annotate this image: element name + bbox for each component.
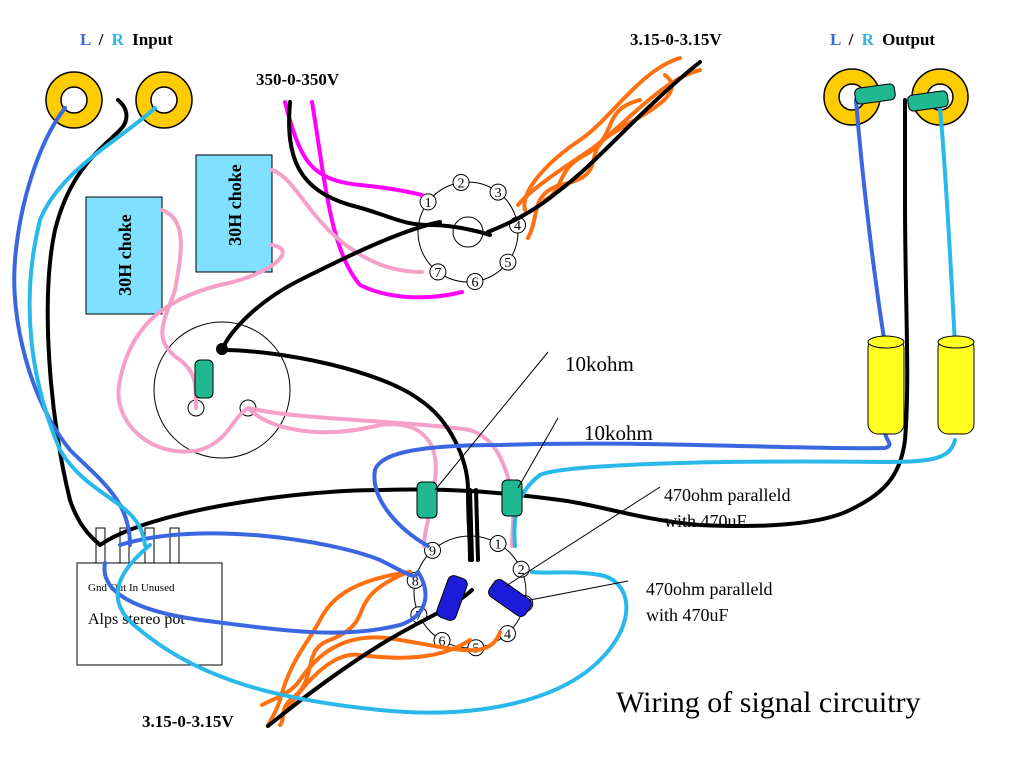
signal-pin-label: 4 xyxy=(504,628,511,643)
cathode-label-1b: with 470uF xyxy=(664,511,747,531)
b-plus-wires xyxy=(283,100,464,300)
coupling-cap-right xyxy=(937,335,975,435)
rectifier-pin-label: 1 xyxy=(425,196,432,211)
callout-lines xyxy=(434,351,661,601)
input-label-l: L xyxy=(80,30,91,49)
plate-resistor-left xyxy=(416,481,438,519)
b-plus-supply-label: 350-0-350V xyxy=(256,70,340,89)
output-coupling-caps xyxy=(854,83,975,435)
rectifier-pins: 1 2 3 4 5 6 7 xyxy=(419,173,527,291)
heater-wires xyxy=(260,56,702,728)
resistors xyxy=(194,343,523,519)
pot-pin-labels: Gnd Out In Unused xyxy=(88,582,175,594)
signal-pin-1: 1 xyxy=(489,535,507,553)
choke-right-label: 30H choke xyxy=(225,164,245,246)
input-label: L / R Input xyxy=(80,30,173,49)
right-channel-wires xyxy=(27,106,957,715)
cathode-label-2b: with 470uF xyxy=(646,605,729,625)
rectifier-pin-label: 2 xyxy=(458,176,465,191)
rectifier-pin-3: 3 xyxy=(489,183,507,201)
choke-left: 30H choke xyxy=(85,196,163,315)
output-label-l: L xyxy=(830,30,841,49)
alps-stereo-pot[interactable]: Gnd Out In Unused Alps stereo pot xyxy=(76,527,223,666)
rectifier-pin-label: 6 xyxy=(471,276,478,291)
input-label-sep: / xyxy=(98,30,104,49)
rectifier-pin-label: 3 xyxy=(495,186,502,201)
diagram-title: Wiring of signal circuitry xyxy=(616,686,921,719)
output-jack-left-cap xyxy=(854,83,896,105)
svg-text:L / R Output: L / R Output xyxy=(830,30,935,49)
resistor-label-1: 10kohm xyxy=(565,352,634,376)
cathode-label-2a: 470ohm paralleld xyxy=(646,579,772,599)
input-label-r: R xyxy=(112,30,125,49)
heater-supply-top-label: 3.15-0-3.15V xyxy=(630,30,722,49)
choke-junction-resistor xyxy=(194,343,228,399)
rectifier-pin-7: 7 xyxy=(429,263,447,281)
output-label-sep: / xyxy=(848,30,854,49)
plate-resistor-right xyxy=(501,479,523,517)
rectifier-pin-label: 4 xyxy=(514,219,521,234)
input-label-word: Input xyxy=(132,30,173,49)
output-jack-right-cap xyxy=(907,90,949,112)
heater-supply-bottom-label: 3.15-0-3.15V xyxy=(142,712,234,731)
left-channel-wires xyxy=(12,98,892,635)
rectifier-pin-label: 5 xyxy=(504,256,511,271)
cathode-label-1a: 470ohm paralleld xyxy=(664,485,790,505)
rectifier-pin-5: 5 xyxy=(499,253,517,271)
rectifier-pin-label: 7 xyxy=(434,266,441,281)
signal-pin-label: 8 xyxy=(412,574,419,589)
signal-pin-label: 9 xyxy=(429,544,436,559)
svg-text:L / R Input: L / R Input xyxy=(80,30,173,49)
output-label-word: Output xyxy=(882,30,935,49)
resistor-label-2: 10kohm xyxy=(584,421,653,445)
signal-pin-label: 1 xyxy=(495,538,502,553)
coupling-cap-left xyxy=(867,335,905,435)
rectifier-pin-2: 2 xyxy=(452,173,470,191)
choke-right: 30H choke xyxy=(195,154,273,273)
signal-pin-label: 2 xyxy=(518,563,525,578)
output-label: L / R Output xyxy=(830,30,935,49)
output-label-r: R xyxy=(862,30,875,49)
choke-left-label: 30H choke xyxy=(115,214,135,296)
cathode-caps xyxy=(436,575,532,621)
signal-pin-label: 6 xyxy=(439,634,446,649)
rectifier-pin-6: 6 xyxy=(466,273,484,291)
rectifier-pin-1: 1 xyxy=(419,193,437,211)
signal-pin-4: 4 xyxy=(498,625,516,643)
pot-name-label: Alps stereo pot xyxy=(88,611,185,628)
